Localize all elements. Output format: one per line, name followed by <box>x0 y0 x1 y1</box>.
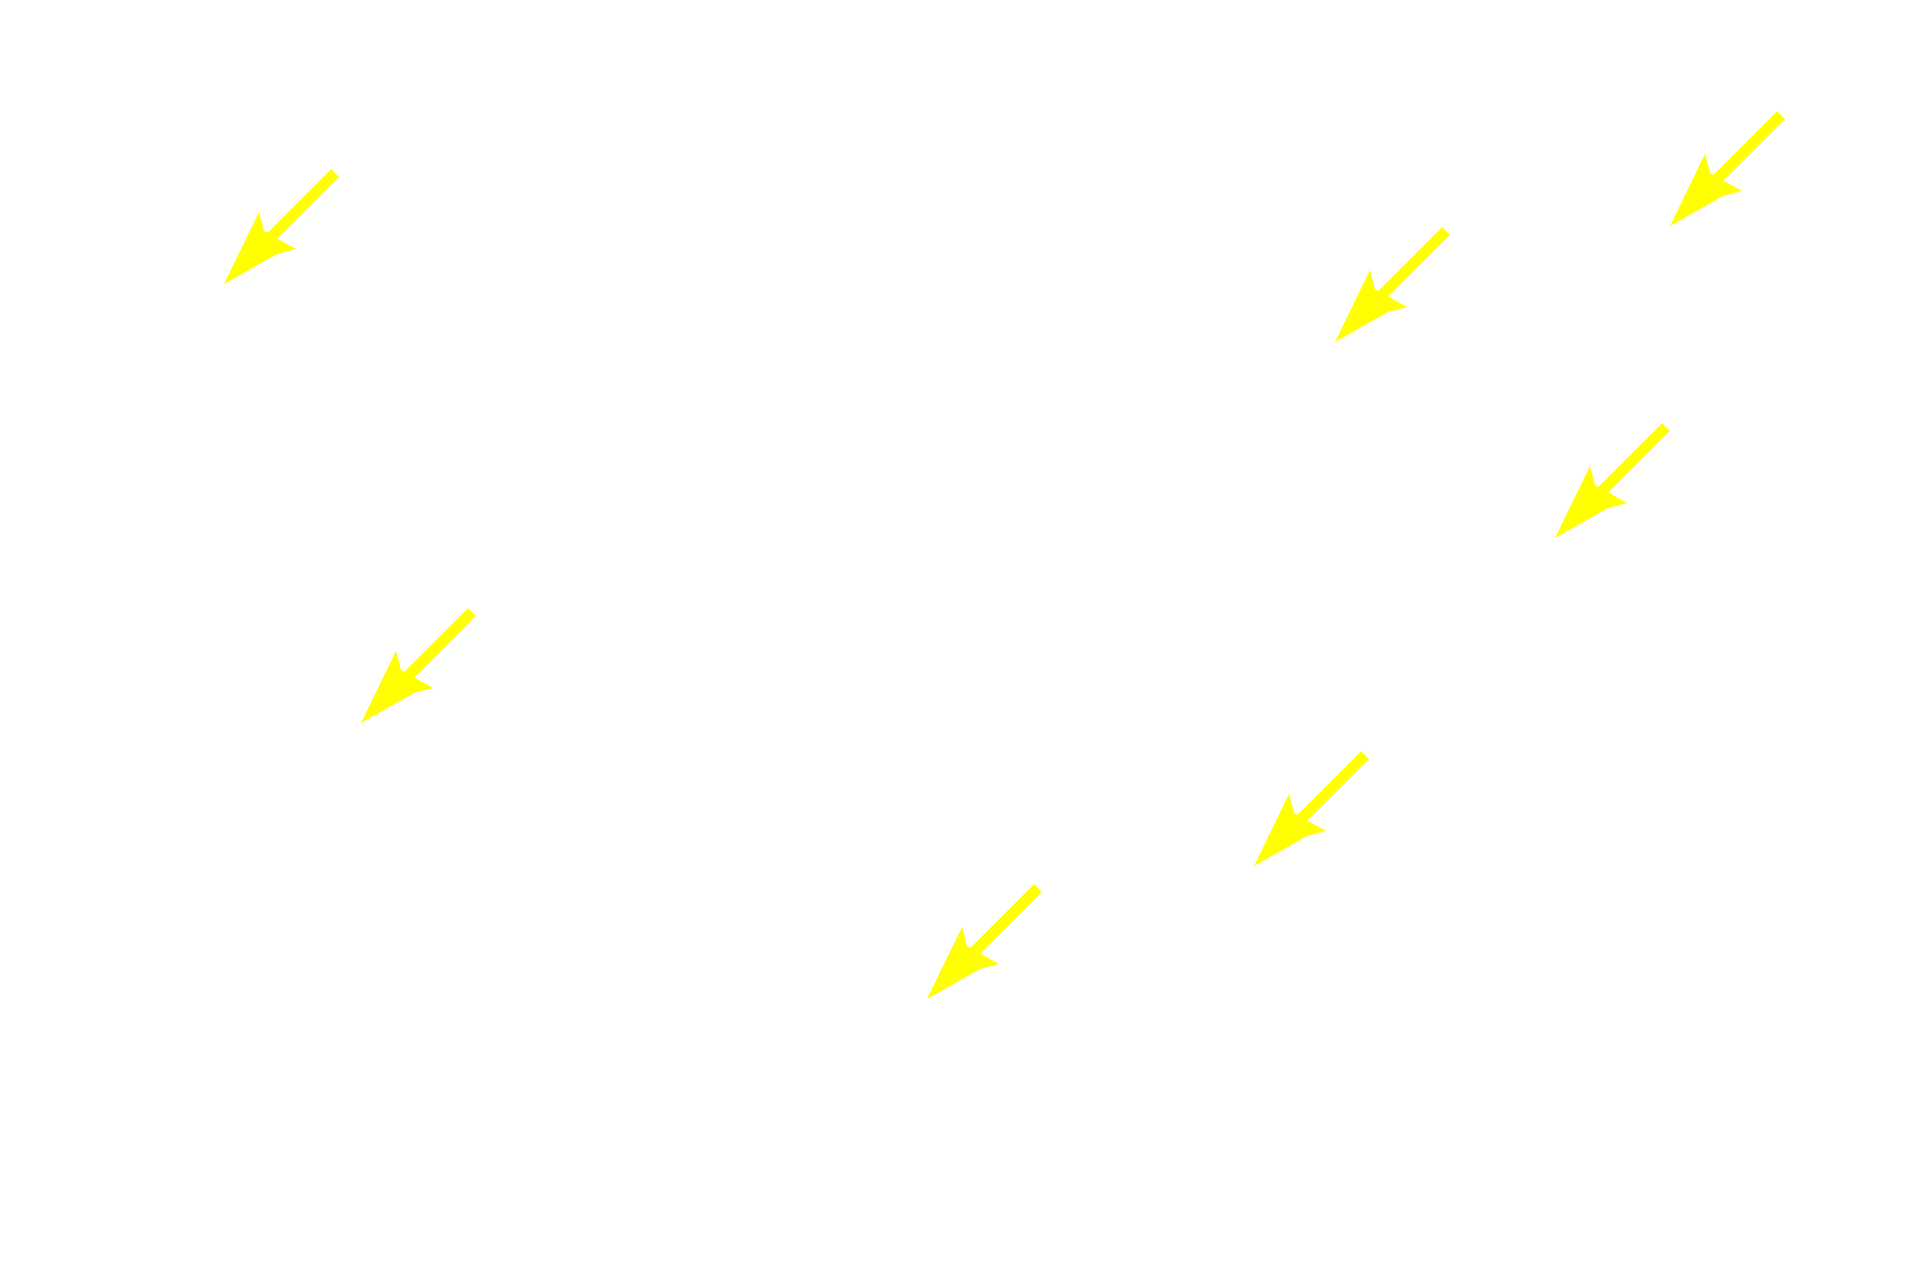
arrow-down-left-icon <box>1335 227 1450 342</box>
arrow-head <box>1555 466 1627 538</box>
arrow-head <box>361 651 433 723</box>
arrow-down-left-icon <box>1670 111 1785 226</box>
arrow-head <box>1335 270 1407 342</box>
arrow-head <box>1670 154 1742 226</box>
arrow-head <box>927 927 999 999</box>
arrow-down-left-icon <box>224 169 339 284</box>
arrow-head <box>224 212 296 284</box>
arrow-down-left-icon <box>1555 423 1670 538</box>
arrow-layer <box>224 111 1785 999</box>
arrow-down-left-icon <box>361 608 476 723</box>
arrow-down-left-icon <box>927 884 1042 999</box>
arrow-down-left-icon <box>1254 751 1369 866</box>
arrow-head <box>1254 794 1326 866</box>
